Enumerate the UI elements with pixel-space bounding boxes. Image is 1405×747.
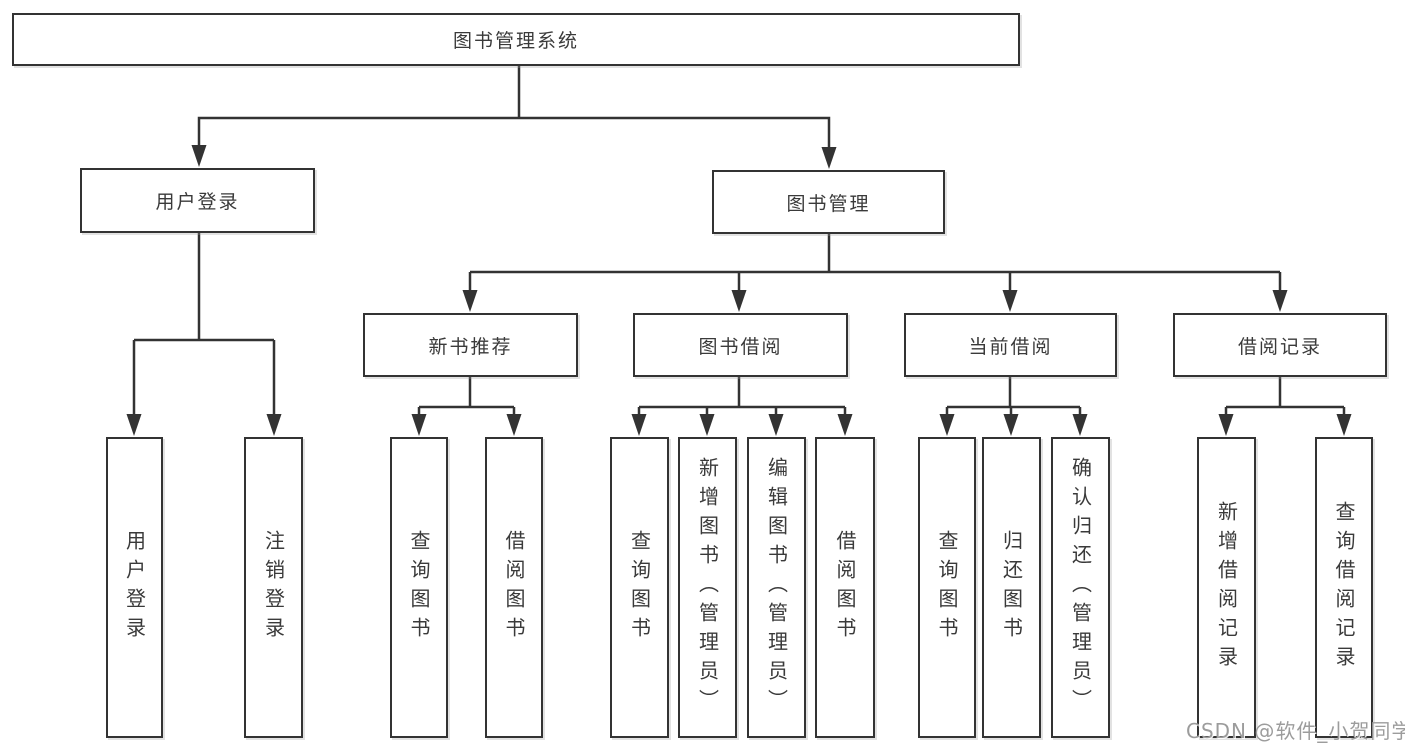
leaf-borrow-add-books-admin: 新增图书（管理员）: [678, 437, 737, 738]
leaf-current-query-books: 查询图书: [918, 437, 976, 738]
leaf-current-return-books-label: 归还图书: [999, 529, 1024, 646]
node-book-borrow: 图书借阅: [633, 313, 848, 377]
edge-book-borrow-children: [637, 377, 847, 420]
node-book-borrow-label: 图书借阅: [698, 335, 783, 358]
leaf-recommend-query-books-label: 查询图书: [407, 529, 431, 646]
edge-borrow-records-children: [1224, 377, 1346, 420]
leaf-current-confirm-return-admin-label: 确认归还（管理员）: [1068, 457, 1093, 718]
leaf-records-add-record-label: 新增借阅记录: [1214, 500, 1239, 675]
leaf-user-login: 用户登录: [106, 437, 163, 738]
edge-book-management-children: [468, 234, 1282, 296]
node-new-book-recommend: 新书推荐: [363, 313, 578, 377]
edge-user-login-children: [132, 233, 276, 420]
leaf-borrow-add-books-admin-label: 新增图书（管理员）: [695, 457, 720, 718]
leaf-records-add-record: 新增借阅记录: [1197, 437, 1256, 738]
leaf-current-query-books-label: 查询图书: [935, 529, 959, 646]
edge-current-borrow-children: [945, 377, 1082, 420]
leaf-records-query-record: 查询借阅记录: [1315, 437, 1373, 738]
leaf-current-return-books: 归还图书: [982, 437, 1041, 738]
node-user-login-label: 用户登录: [155, 191, 240, 213]
leaf-records-query-record-label: 查询借阅记录: [1332, 500, 1356, 675]
node-book-management-label: 图书管理: [786, 192, 871, 215]
node-root: 图书管理系统: [12, 13, 1020, 66]
leaf-user-login-label: 用户登录: [122, 529, 147, 646]
node-borrow-records: 借阅记录: [1173, 313, 1387, 377]
leaf-recommend-borrow-books-label: 借阅图书: [502, 529, 526, 646]
node-borrow-records-label: 借阅记录: [1237, 335, 1322, 358]
leaf-logout: 注销登录: [244, 437, 303, 738]
leaf-borrow-edit-books-admin-label: 编辑图书（管理员）: [764, 457, 789, 718]
node-book-management: 图书管理: [712, 170, 945, 234]
leaf-current-confirm-return-admin: 确认归还（管理员）: [1051, 437, 1110, 738]
leaf-borrow-query-books-label: 查询图书: [627, 529, 652, 646]
node-user-login: 用户登录: [80, 168, 315, 233]
edge-new-book-recommend-children: [417, 377, 516, 420]
node-new-book-recommend-label: 新书推荐: [428, 335, 513, 358]
edge-level2-split: [197, 116, 831, 154]
leaf-borrow-borrow-books: 借阅图书: [815, 437, 875, 738]
csdn-watermark: CSDN @软件_小贺同学: [1186, 719, 1405, 743]
leaf-recommend-borrow-books: 借阅图书: [485, 437, 543, 738]
leaf-borrow-query-books: 查询图书: [610, 437, 669, 738]
leaf-borrow-borrow-books-label: 借阅图书: [833, 529, 857, 646]
leaf-borrow-edit-books-admin: 编辑图书（管理员）: [747, 437, 806, 738]
node-current-borrow: 当前借阅: [904, 313, 1117, 377]
node-root-label: 图书管理系统: [452, 30, 579, 52]
leaf-logout-label: 注销登录: [261, 529, 286, 646]
node-current-borrow-label: 当前借阅: [968, 335, 1053, 358]
leaf-recommend-query-books: 查询图书: [390, 437, 448, 738]
